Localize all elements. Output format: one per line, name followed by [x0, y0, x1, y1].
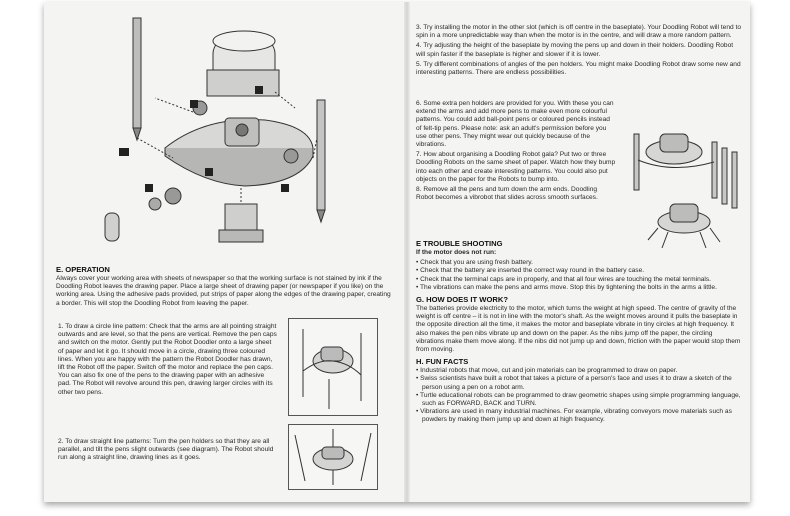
right-text-bottom: E TROUBLE SHOOTING If the motor does not… [416, 236, 742, 425]
trouble-item: Check that the battery are inserted the … [416, 267, 742, 275]
page-fold [404, 2, 410, 502]
how-heading: G. HOW DOES IT WORK? [416, 295, 508, 305]
step5-paragraph: 5. Try different combinations of angles … [416, 60, 741, 77]
left-text: E. OPERATION Always cover your working a… [56, 262, 396, 310]
fun-item: Vibrations are used in many industrial m… [416, 408, 742, 424]
trouble-list: Check that you are using fresh battery. … [416, 259, 742, 292]
right-text-top: 3. Try installing the motor in the other… [416, 24, 742, 79]
trouble-item: Check that the terminal caps are in prop… [416, 276, 742, 284]
step2-text: 2. To draw straight line patterns: Turn … [58, 438, 278, 465]
fun-heading: H. FUN FACTS [416, 357, 469, 367]
step7-paragraph: 7. How about organising a Doodling Robot… [416, 151, 616, 183]
how-paragraph: The batteries provide electricity to the… [416, 305, 741, 354]
operation-heading: E. OPERATION [56, 265, 110, 274]
fun-item: Swiss scientists have built a robot that… [416, 375, 742, 391]
fun-list: Industrial robots that move, cut and joi… [416, 367, 742, 424]
assembly-diagram [104, 17, 326, 243]
fun-item: Turtle educational robots can be program… [416, 392, 742, 408]
trouble-subheading: If the motor does not run: [416, 249, 497, 256]
right-text-mid: 6. Some extra pen holders are provided f… [416, 100, 616, 204]
robot-illustration-straight [288, 424, 378, 490]
operation-intro: Always cover your working area with shee… [56, 275, 391, 307]
step8-paragraph: 8. Remove all the pens and turn down the… [416, 186, 598, 202]
trouble-item: The vibrations can make the pens and arm… [416, 284, 742, 292]
step1-text: 1. To draw a circle line pattern: Check … [58, 323, 278, 399]
fun-item: Industrial robots that move, cut and joi… [416, 367, 742, 375]
trouble-heading: E TROUBLE SHOOTING [416, 239, 503, 248]
step3-paragraph: 3. Try installing the motor in the other… [416, 24, 741, 40]
step4-paragraph: 4. Try adjusting the height of the basep… [416, 42, 734, 58]
step2-paragraph: 2. To draw straight line patterns: Turn … [58, 438, 274, 462]
robot-illustration-circle [288, 318, 378, 416]
step6-paragraph: 6. Some extra pen holders are provided f… [416, 100, 614, 149]
trouble-item: Check that you are using fresh battery. [416, 259, 742, 267]
step1-paragraph: 1. To draw a circle line pattern: Check … [58, 323, 277, 396]
extended-robot-illustration [633, 133, 738, 249]
